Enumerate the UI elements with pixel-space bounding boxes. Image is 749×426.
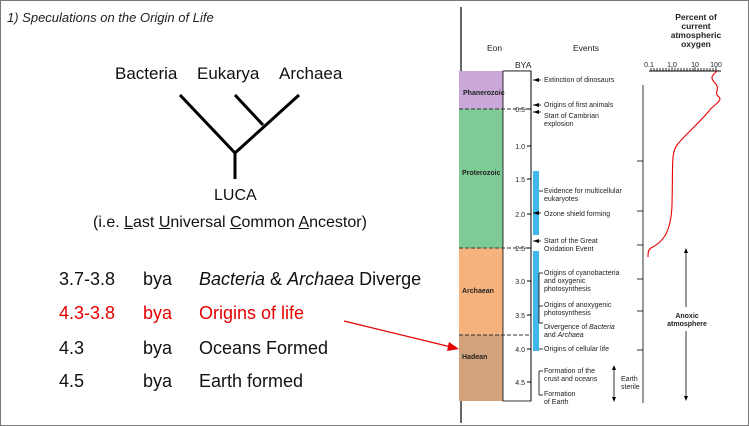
event-divergence: and Archaea	[544, 332, 584, 339]
luca-label: LUCA	[214, 187, 257, 204]
geologic-figure: Eon Events BYA Percent of current atmosp…	[459, 7, 722, 423]
eon-label: Proterozoic	[462, 170, 501, 177]
slide-title: 1) Speculations on the Origin of Life	[7, 10, 214, 25]
event-ozone: Ozone shield forming	[544, 211, 610, 218]
bya-tick: 1.0	[515, 144, 525, 151]
event-cyano: Origins of cyanobacteria	[544, 270, 620, 277]
bya-tick: 2.0	[515, 212, 525, 219]
event-divergence: Divergence of Bacteria	[544, 324, 615, 331]
event-cellular: Origins of cellular life	[544, 346, 609, 353]
oxygen-tick: 10	[691, 62, 699, 69]
bya-tick: 2.5	[515, 246, 525, 253]
oxygen-header-line: oxygen	[681, 39, 711, 49]
event-cambrian: Start of Cambrian	[544, 113, 599, 120]
bya-tick: 3.5	[515, 313, 525, 320]
eon-label: Archaean	[462, 288, 494, 295]
bya-tick: 0.5	[515, 107, 525, 114]
eon-archaean	[459, 248, 503, 335]
eon-label: Hadean	[462, 354, 487, 361]
oxygen-tick: 1.0	[667, 62, 677, 69]
event-anoxygenic: Origins of anoxygenic	[544, 302, 612, 309]
bya-tick: 1.5	[515, 177, 525, 184]
oxygen-tick: 100	[710, 62, 722, 69]
phylogenetic-tree	[178, 93, 301, 179]
event-oceans: crust and oceans	[544, 376, 598, 383]
event-anoxygenic: photosynthesis	[544, 310, 591, 317]
oxygen-header-line: atmospheric	[671, 30, 722, 40]
event-cambrian: explosion	[544, 121, 574, 128]
events-header: Events	[573, 43, 599, 53]
oxygen-curve	[647, 70, 721, 258]
event-multicellular: Evidence for multicellular	[544, 188, 622, 195]
bya-tick: 4.5	[515, 380, 525, 387]
eon-phanerozoic	[459, 71, 503, 109]
event-oceans: Formation of the	[544, 368, 595, 375]
eon-proterozoic	[459, 109, 503, 248]
tree-label-bacteria: Bacteria	[115, 64, 178, 83]
event-cyano: and oxygenic	[544, 278, 586, 285]
luca-definition: (i.e. Last Universal Common Ancestor)	[93, 214, 367, 231]
bya-tick: 4.0	[515, 347, 525, 354]
tree-label-archaea: Archaea	[279, 64, 343, 83]
event-multicellular: eukaryotes	[544, 196, 579, 203]
bya-tick: 3.0	[515, 279, 525, 286]
event-sterile: Earth	[621, 376, 638, 383]
event-dinosaurs: Extinction of dinosaurs	[544, 77, 615, 84]
tree-label-eukarya: Eukarya	[197, 64, 260, 83]
oxygen-header-line: current	[681, 21, 710, 31]
red-arrow	[343, 320, 459, 351]
anoxic-label: Anoxic	[675, 313, 698, 320]
eon-header: Eon	[487, 43, 502, 53]
anoxic-label: atmosphere	[667, 321, 707, 328]
event-goe: Start of the Great	[544, 238, 598, 245]
eon-label: Phanerozoic	[463, 90, 505, 97]
event-goe: Oxidation Event	[544, 246, 593, 253]
event-sterile: sterile	[621, 384, 640, 391]
event-earth: Formation	[544, 391, 576, 398]
event-animals: Origins of first animals	[544, 102, 614, 109]
bya-header: BYA	[515, 60, 532, 70]
oxygen-header-line: Percent of	[675, 12, 717, 22]
time-column	[502, 70, 532, 402]
oxygen-tick: 0.1	[644, 62, 654, 69]
event-earth: of Earth	[544, 399, 569, 406]
event-cyano: photosynthesis	[544, 286, 591, 293]
eon-hadean	[459, 335, 503, 401]
